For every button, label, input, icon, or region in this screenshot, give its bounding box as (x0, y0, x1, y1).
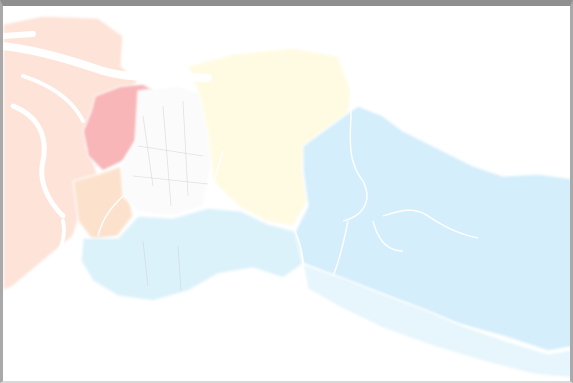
street-lines (132, 100, 209, 292)
west-orange-region[interactable] (72, 165, 134, 242)
light-strip-region[interactable] (302, 263, 573, 379)
river-channels (3, 31, 212, 288)
south-blue-region[interactable] (80, 207, 304, 302)
map-canvas[interactable] (3, 6, 573, 383)
district-boundaries (97, 90, 479, 277)
